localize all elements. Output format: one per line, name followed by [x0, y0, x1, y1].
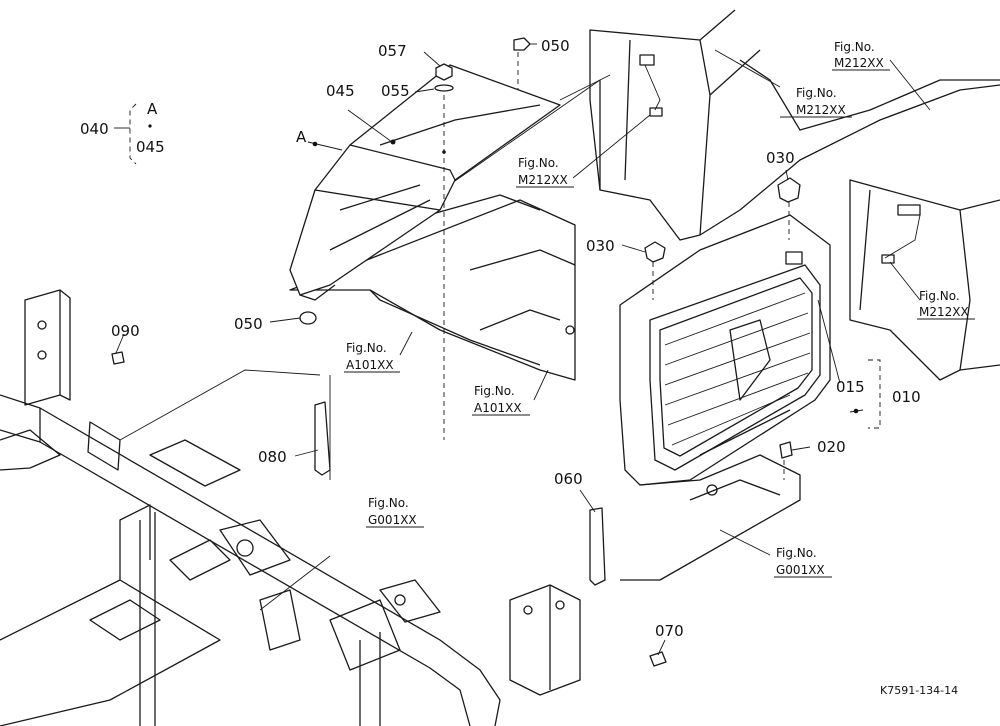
- fig-ref-m212-middle: Fig.No. M212XX: [516, 156, 574, 188]
- fig-ref-heading: Fig.No.: [919, 289, 960, 303]
- fig-ref-code: G001XX: [776, 563, 825, 577]
- fasteners: [111, 37, 801, 667]
- fig-ref-code: M212XX: [796, 103, 846, 117]
- fig-ref-heading: Fig.No.: [474, 384, 515, 398]
- label-050-top: 050: [541, 37, 570, 55]
- label-030-left: 030: [586, 237, 615, 255]
- bracket-040: [129, 103, 137, 165]
- label-030-top: 030: [766, 149, 795, 167]
- fig-ref-code: A101XX: [474, 401, 522, 415]
- group-dot: [148, 124, 152, 128]
- label-090: 090: [111, 322, 140, 340]
- fig-ref-a101-right: Fig.No. A101XX: [472, 384, 530, 416]
- fig-ref-code: M212XX: [834, 56, 884, 70]
- fig-ref-code: M212XX: [919, 305, 969, 319]
- fig-ref-m212-right: Fig.No. M212XX: [917, 289, 975, 320]
- figure-references: Fig.No. M212XX Fig.No. M212XX Fig.No. M2…: [344, 40, 975, 578]
- group-ref-letter: A: [147, 100, 158, 118]
- label-045: 045: [326, 82, 355, 100]
- part-number-labels: 057 050 045 055 A 050 090 080 030 030 01…: [111, 37, 921, 640]
- group-ref-part: 045: [136, 138, 165, 156]
- label-060: 060: [554, 470, 583, 488]
- fig-ref-heading: Fig.No.: [368, 496, 409, 510]
- rear-bracket: [509, 584, 581, 696]
- label-070: 070: [655, 622, 684, 640]
- fig-ref-g001-right: Fig.No. G001XX: [774, 546, 832, 578]
- fig-ref-code: A101XX: [346, 358, 394, 372]
- bracket-010: [868, 359, 881, 429]
- label-015: 015: [836, 378, 865, 396]
- group-assembly-label: 040: [80, 120, 109, 138]
- fig-ref-heading: Fig.No.: [834, 40, 875, 54]
- fig-ref-m212-upper: Fig.No. M212XX: [780, 86, 852, 118]
- label-A: A: [296, 128, 307, 146]
- leader-lines: [115, 43, 931, 656]
- label-050-left: 050: [234, 315, 263, 333]
- front-grille: [619, 214, 831, 581]
- fig-ref-g001-center: Fig.No. G001XX: [366, 496, 424, 528]
- fig-ref-code: G001XX: [368, 513, 417, 527]
- document-code: K7591-134-14: [880, 684, 958, 697]
- label-020: 020: [817, 438, 846, 456]
- label-080: 080: [258, 448, 287, 466]
- fig-ref-heading: Fig.No.: [776, 546, 817, 560]
- fig-ref-m212-top-right: Fig.No. M212XX: [832, 40, 890, 71]
- label-055: 055: [381, 82, 410, 100]
- fig-ref-heading: Fig.No.: [518, 156, 559, 170]
- fig-ref-code: M212XX: [518, 173, 568, 187]
- fig-ref-heading: Fig.No.: [346, 341, 387, 355]
- chassis-frame: [0, 289, 501, 726]
- label-010: 010: [892, 388, 921, 406]
- cabin-panels: [589, 9, 1000, 381]
- fig-ref-heading: Fig.No.: [796, 86, 837, 100]
- label-057: 057: [378, 42, 407, 60]
- group-callout: 040 A 045: [80, 100, 165, 156]
- fig-ref-a101-left: Fig.No. A101XX: [344, 341, 400, 373]
- side-cover: [289, 64, 561, 301]
